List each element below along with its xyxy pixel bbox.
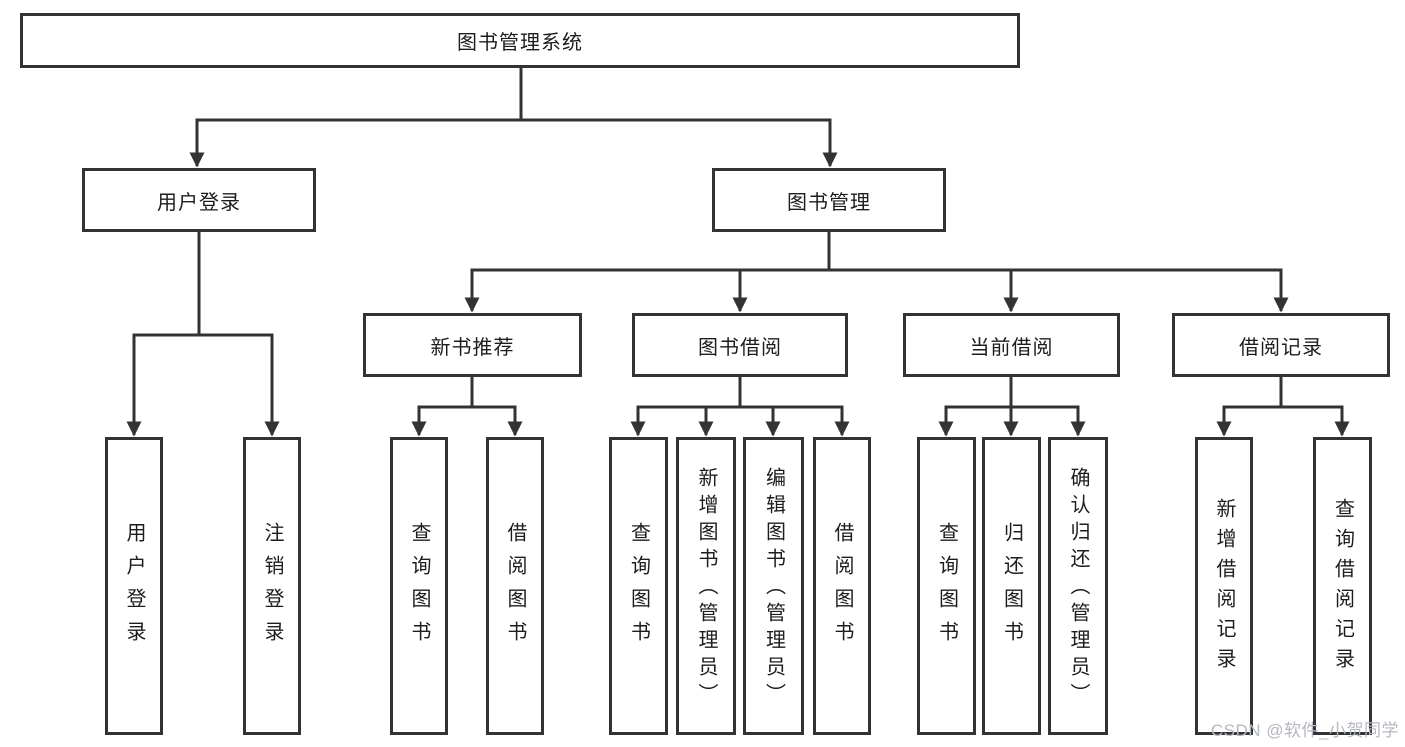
node-library-management-system: 图书管理系统 [20,13,1020,68]
leaf-recommend-borrow-book: 借阅图书 [486,437,544,735]
leaf-logout: 注销登录 [243,437,301,735]
leaf-query-borrow-record: 查询借阅记录 [1313,437,1372,735]
leaf-edit-book-admin: 编辑图书（管理员） [743,437,804,735]
leaf-user-login: 用户登录 [105,437,163,735]
leaf-borrow-book: 借阅图书 [813,437,871,735]
node-book-borrow: 图书借阅 [632,313,848,377]
node-current-borrow: 当前借阅 [903,313,1120,377]
csdn-watermark: CSDN @软件_小贺同学 [1210,721,1399,740]
leaf-add-book-admin: 新增图书（管理员） [676,437,736,735]
node-new-book-recommend: 新书推荐 [363,313,582,377]
leaf-add-borrow-record: 新增借阅记录 [1195,437,1253,735]
node-user-login: 用户登录 [82,168,316,232]
node-borrow-records: 借阅记录 [1172,313,1390,377]
node-book-management: 图书管理 [712,168,946,232]
leaf-current-query-book: 查询图书 [917,437,976,735]
leaf-confirm-return-admin: 确认归还（管理员） [1048,437,1108,735]
leaf-borrow-query-book: 查询图书 [609,437,668,735]
leaf-return-book: 归还图书 [982,437,1041,735]
leaf-recommend-query-book: 查询图书 [390,437,448,735]
